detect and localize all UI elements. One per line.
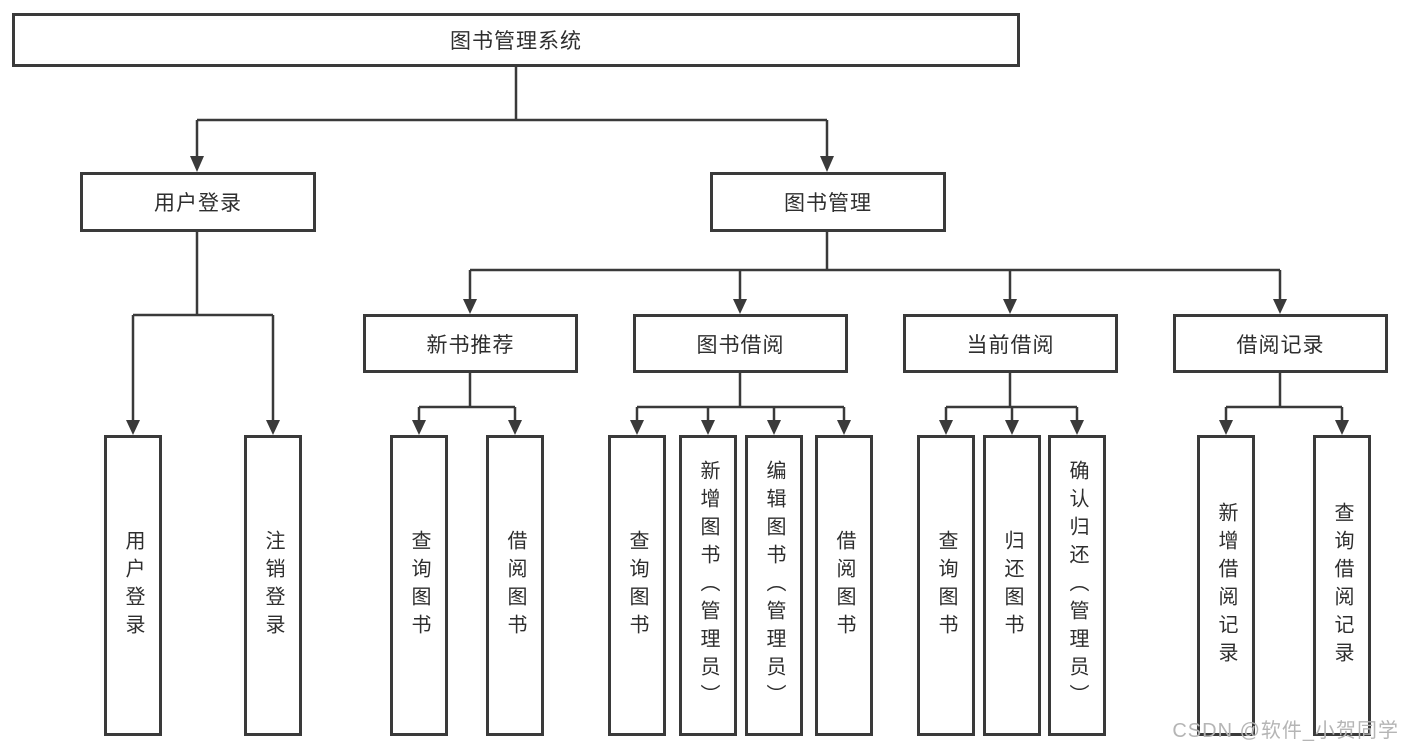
node-current-borrow: 当前借阅 bbox=[903, 314, 1118, 373]
leaf-label: 新增图书（管理员） bbox=[697, 459, 719, 712]
csdn-watermark: CSDN @软件_小贺同学 bbox=[1172, 720, 1399, 742]
leaf-add-borrow-record: 新增借阅记录 bbox=[1197, 435, 1255, 736]
leaf-label: 查询图书 bbox=[408, 529, 430, 642]
leaf-return-books: 归还图书 bbox=[983, 435, 1041, 736]
leaf-add-books-admin: 新增图书（管理员） bbox=[679, 435, 737, 736]
leaf-label: 借阅图书 bbox=[504, 529, 526, 642]
leaf-label: 确认归还（管理员） bbox=[1066, 459, 1088, 712]
leaf-label: 查询图书 bbox=[935, 529, 957, 642]
node-library-management-system: 图书管理系统 bbox=[12, 13, 1020, 67]
arrowheads bbox=[126, 156, 1349, 435]
leaf-confirm-return-admin: 确认归还（管理员） bbox=[1048, 435, 1106, 736]
leaf-label: 用户登录 bbox=[122, 529, 144, 642]
connector-paths bbox=[131, 65, 1344, 424]
leaf-query-books-current: 查询图书 bbox=[917, 435, 975, 736]
leaf-label: 借阅图书 bbox=[833, 529, 855, 642]
leaf-query-books-borrow: 查询图书 bbox=[608, 435, 666, 736]
node-book-borrow: 图书借阅 bbox=[633, 314, 848, 373]
node-borrow-records: 借阅记录 bbox=[1173, 314, 1388, 373]
leaf-label: 查询借阅记录 bbox=[1331, 501, 1353, 670]
leaf-borrow-books: 借阅图书 bbox=[815, 435, 873, 736]
leaf-label: 编辑图书（管理员） bbox=[763, 459, 785, 712]
leaf-label: 注销登录 bbox=[262, 529, 284, 642]
node-user-login: 用户登录 bbox=[80, 172, 316, 232]
leaf-query-books-recommend: 查询图书 bbox=[390, 435, 448, 736]
leaf-borrow-books-recommend: 借阅图书 bbox=[486, 435, 544, 736]
node-book-management: 图书管理 bbox=[710, 172, 946, 232]
leaf-user-login: 用户登录 bbox=[104, 435, 162, 736]
leaf-query-borrow-record: 查询借阅记录 bbox=[1313, 435, 1371, 736]
leaf-edit-books-admin: 编辑图书（管理员） bbox=[745, 435, 803, 736]
leaf-label: 新增借阅记录 bbox=[1215, 501, 1237, 670]
leaf-label: 归还图书 bbox=[1001, 529, 1023, 642]
leaf-logout: 注销登录 bbox=[244, 435, 302, 736]
leaf-label: 查询图书 bbox=[626, 529, 648, 642]
node-new-book-recommend: 新书推荐 bbox=[363, 314, 578, 373]
